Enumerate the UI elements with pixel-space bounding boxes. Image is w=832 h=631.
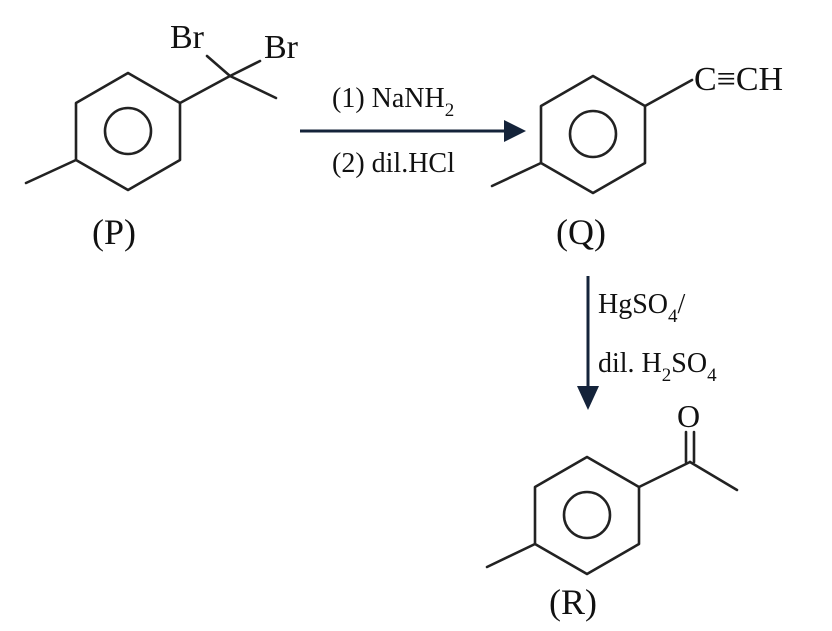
reaction-step-2: HgSO4/ dil. H2SO4	[577, 276, 717, 410]
arrowhead-2	[577, 386, 599, 410]
c-br-bond-2	[228, 59, 262, 78]
step2-reagent-1: HgSO4/	[598, 289, 686, 327]
bromine-label-1: Br	[170, 19, 205, 56]
compound-label-q: (Q)	[556, 212, 606, 252]
methyl-bond-r	[485, 542, 537, 569]
ring-to-alkyne-bond	[643, 78, 694, 108]
step2-reagent-2: dil. H2SO4	[598, 348, 717, 386]
benzene-ring-q	[539, 74, 647, 195]
alkyne-group-label: C≡CH	[694, 61, 783, 98]
arrowhead-1	[504, 120, 526, 142]
reaction-step-1: (1) NaNH2 (2) dil.HCl	[300, 83, 526, 179]
benzene-ring-r	[533, 455, 641, 576]
methyl-bond-p	[24, 158, 78, 185]
compound-p: Br Br (P)	[24, 19, 299, 252]
aromatic-circle-p	[103, 106, 153, 156]
compound-r: O (R)	[485, 398, 739, 622]
benzene-ring-p	[74, 71, 182, 192]
compound-label-p: (P)	[92, 212, 136, 252]
carbonyl-oxygen-label: O	[677, 398, 700, 434]
step1-reagent-2: (2) dil.HCl	[332, 148, 455, 179]
compound-label-r: (R)	[549, 582, 597, 622]
aromatic-circle-q	[568, 109, 618, 159]
compound-q: C≡CH (Q)	[490, 61, 783, 252]
methyl-bond-q	[490, 161, 543, 188]
step1-reagent-1: (1) NaNH2	[332, 83, 454, 121]
c-br-bond-1	[205, 54, 232, 78]
ring-to-cbr2-bond	[178, 74, 232, 105]
bromine-label-2: Br	[264, 29, 299, 66]
ring-to-carbonyl-bond	[637, 460, 692, 489]
cbr2-methyl-bond	[228, 74, 278, 100]
acetyl-methyl-bond	[688, 460, 739, 492]
aromatic-circle-r	[562, 490, 612, 540]
